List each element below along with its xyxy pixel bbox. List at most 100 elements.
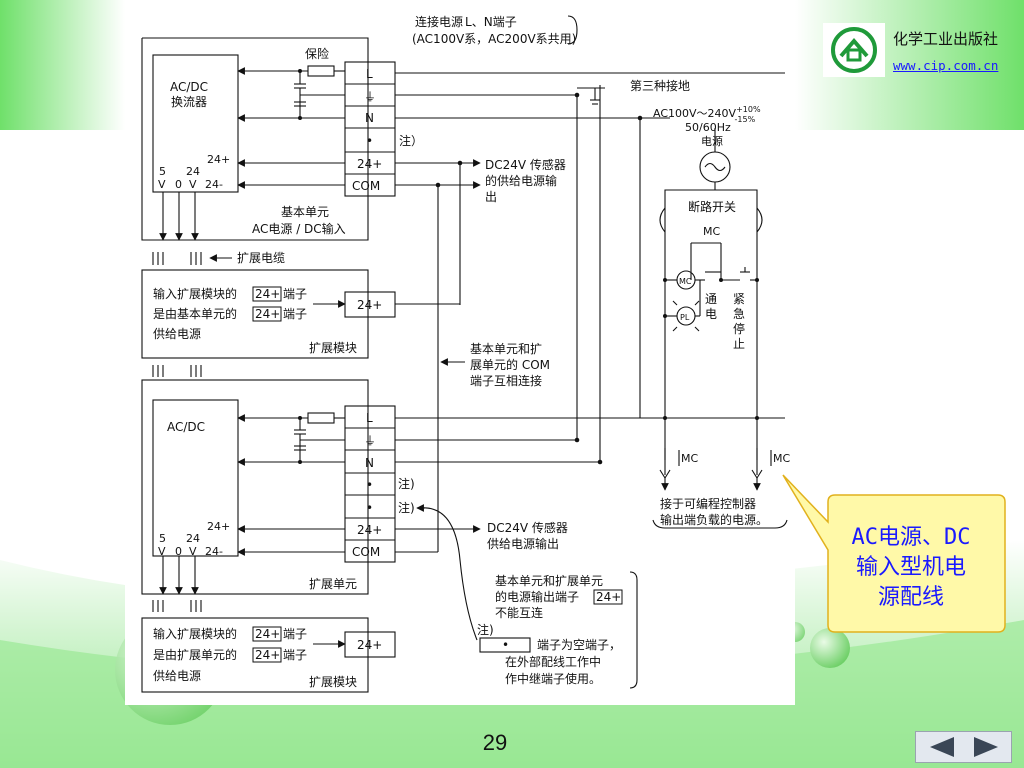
page-number: 29 bbox=[482, 730, 508, 755]
v24-plus-label: 24+ bbox=[207, 153, 230, 166]
ext1-caption: 扩展模块 bbox=[309, 341, 357, 355]
arrow-right-icon bbox=[974, 737, 998, 757]
ext2-terminal-box: 24+ bbox=[357, 638, 382, 652]
eu-terminal-l: L bbox=[366, 411, 373, 425]
emergency-stop-2: 急 bbox=[733, 306, 745, 321]
ext2-terminal-1: 端子 bbox=[283, 627, 307, 641]
eu-terminal-com: COM bbox=[352, 545, 380, 559]
terminal-ground: ⏚ bbox=[364, 90, 376, 104]
callout-bubble bbox=[782, 474, 1006, 633]
eu-v-label-2: V bbox=[189, 545, 197, 558]
eu-v-label-1: V bbox=[158, 545, 166, 558]
ext2-line-2: 是由扩展单元的 bbox=[153, 647, 237, 662]
ext2-box-1: 24+ bbox=[255, 627, 280, 641]
terminal-n: N bbox=[365, 111, 374, 125]
previous-slide-button[interactable] bbox=[922, 735, 962, 759]
terminal-com: COM bbox=[352, 179, 380, 193]
v24-label: 24 bbox=[186, 165, 200, 178]
ext1-line-3: 供给电源 bbox=[153, 327, 201, 341]
com-note-2: 展单元的 COM bbox=[470, 357, 550, 372]
power-on-label-2: 电 bbox=[705, 307, 717, 321]
note-marker-3: 注) bbox=[398, 500, 415, 515]
emergency-stop-1: 紧 bbox=[733, 292, 745, 306]
mc-output-right: MC bbox=[773, 452, 790, 465]
com-note-1: 基本单元和扩 bbox=[470, 342, 542, 356]
dc24-output-1: DC24V 传感器 bbox=[485, 157, 566, 172]
breaker-label: 断路开关 bbox=[688, 199, 736, 214]
publisher-url-link[interactable]: www.cip.com.cn bbox=[893, 58, 999, 73]
ext1-line-1: 输入扩展模块的 bbox=[153, 286, 237, 301]
plc-output-2: 输出端负载的电源。 bbox=[660, 512, 768, 527]
no-connect-box: 24+ bbox=[596, 590, 621, 604]
ext1-box-2: 24+ bbox=[255, 307, 280, 321]
dc24-output-2: 的供给电源输 bbox=[485, 173, 557, 188]
eu-terminal-ground: ⏚ bbox=[364, 434, 376, 448]
eu-terminal-dot-1: • bbox=[366, 478, 373, 492]
power-spec-frequency: 50/60Hz bbox=[685, 121, 731, 134]
no-connect-3: 不能互连 bbox=[495, 605, 543, 620]
empty-terminal-dot: • bbox=[502, 638, 509, 652]
eu-v24-plus-label: 24+ bbox=[207, 520, 230, 533]
dc24-output-3: 出 bbox=[485, 190, 497, 204]
eu-v5-label: 5 bbox=[159, 532, 166, 545]
note-marker-1: 注） bbox=[399, 133, 423, 148]
ext2-caption: 扩展模块 bbox=[309, 675, 357, 689]
note-marker-2: 注) bbox=[398, 476, 415, 491]
series-note: (AC100V系，AC200V系共用) bbox=[412, 32, 576, 46]
eu-v24-minus-label: 24- bbox=[205, 545, 223, 558]
eu-terminal-n: N bbox=[365, 456, 374, 470]
callout-text: AC电源、DC 输入型机电 源配线 bbox=[832, 523, 990, 613]
fuse-label: 保险 bbox=[305, 46, 329, 61]
terminal-l: L bbox=[366, 67, 373, 81]
no-connect-1: 基本单元和扩展单元 bbox=[495, 574, 603, 588]
terminal-24plus: 24+ bbox=[357, 157, 382, 171]
dc24-output2-1: DC24V 传感器 bbox=[487, 520, 568, 535]
empty-terminal-3: 作中继端子使用。 bbox=[505, 671, 601, 686]
ext2-line-1: 输入扩展模块的 bbox=[153, 626, 237, 641]
plc-output-1: 接于可编程控制器 bbox=[660, 496, 756, 511]
eu-terminal-dot-2: • bbox=[366, 501, 373, 515]
expand-unit-caption: 扩展单元 bbox=[309, 577, 357, 591]
callout-line-2: 输入型机电 bbox=[855, 555, 966, 580]
eu-terminal-24plus: 24+ bbox=[357, 523, 382, 537]
ext2-box-2: 24+ bbox=[255, 648, 280, 662]
power-on-label-1: 通 bbox=[705, 292, 717, 306]
terminal-dot: • bbox=[366, 134, 373, 148]
slide-navigation bbox=[915, 731, 1012, 763]
mc-coil-label: MC bbox=[679, 277, 692, 286]
expansion-cable-label: 扩展电缆 bbox=[237, 251, 285, 265]
converter-sublabel: 换流器 bbox=[171, 95, 207, 109]
callout-line-3: 源配线 bbox=[877, 585, 944, 610]
dc24-output2-2: 供给电源输出 bbox=[487, 536, 559, 551]
mc-output-left: MC bbox=[681, 452, 698, 465]
ext2-line-3: 供给电源 bbox=[153, 669, 201, 683]
eu-zero-label: 0 bbox=[175, 545, 182, 558]
no-connect-2: 的电源输出端子 bbox=[495, 589, 579, 604]
publisher-name: 化学工业出版社 bbox=[893, 30, 999, 48]
zero-label: 0 bbox=[175, 178, 182, 191]
power-spec-label: 电源 bbox=[701, 134, 723, 148]
empty-terminal-2: 在外部配线工作中 bbox=[505, 654, 601, 669]
callout-line-1: AC电源、DC bbox=[851, 525, 971, 550]
basic-unit-caption: 基本单元 bbox=[281, 205, 329, 219]
converter-label: AC/DC bbox=[170, 80, 208, 94]
note-marker-4: 注) bbox=[477, 622, 494, 637]
emergency-stop-3: 停 bbox=[733, 321, 745, 336]
arrow-left-icon bbox=[930, 737, 954, 757]
ext1-terminal-2: 端子 bbox=[283, 307, 307, 321]
pl-lamp-label: PL bbox=[680, 313, 690, 322]
v5-label: 5 bbox=[159, 165, 166, 178]
com-note-3: 端子互相连接 bbox=[470, 373, 542, 388]
next-slide-button[interactable] bbox=[966, 735, 1006, 759]
ext1-terminal-1: 端子 bbox=[283, 287, 307, 301]
publisher-logo bbox=[823, 23, 885, 77]
v-label-1: V bbox=[158, 178, 166, 191]
basic-unit-subcaption: AC电源 / DC输入 bbox=[252, 221, 346, 236]
ext2-terminal-2: 端子 bbox=[283, 648, 307, 662]
eu-v24-label: 24 bbox=[186, 532, 200, 545]
ext1-box-1: 24+ bbox=[255, 287, 280, 301]
power-spec-voltage: AC100V～240V+10%-15% bbox=[653, 105, 761, 124]
empty-terminal-1: 端子为空端子， bbox=[537, 638, 621, 652]
